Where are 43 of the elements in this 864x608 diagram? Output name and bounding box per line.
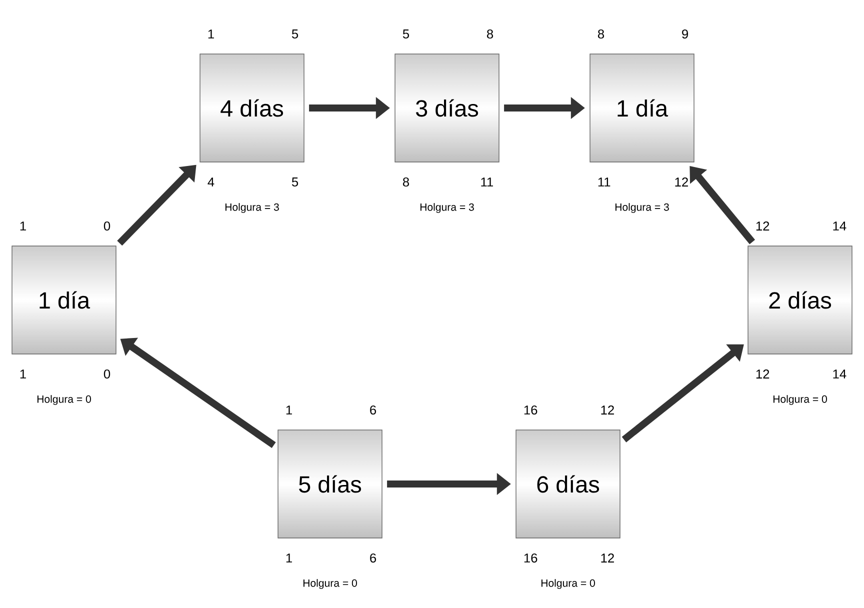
slack-label: Holgura = 3 <box>420 203 474 213</box>
time-value: 8 <box>598 29 604 39</box>
slack-label: Holgura = 3 <box>225 203 279 213</box>
slack-label: Holgura = 0 <box>303 579 357 589</box>
time-value: 5 <box>292 30 298 38</box>
activity-box: 2 días <box>748 246 852 354</box>
time-value: 5 <box>292 178 298 186</box>
time-value: 12 <box>756 370 770 378</box>
time-value: 12 <box>675 178 688 186</box>
time-value: 16 <box>524 553 538 563</box>
time-value: 12 <box>601 406 614 414</box>
time-value: 12 <box>601 554 614 562</box>
arrow <box>690 166 756 244</box>
activity-box: 1 día <box>12 246 116 354</box>
activity-box: 3 días <box>394 54 500 162</box>
slack-label: Holgura = 0 <box>541 579 595 589</box>
time-value: 4 <box>208 178 214 186</box>
activity-box: 4 días <box>200 54 304 162</box>
activity-box: 5 días <box>278 430 382 538</box>
activity-box: 1 día <box>590 54 694 162</box>
time-value: 0 <box>104 369 110 379</box>
time-value: 1 <box>286 554 292 562</box>
time-value: 14 <box>833 222 846 230</box>
slack-label: Holgura = 0 <box>773 395 827 405</box>
time-value: 9 <box>682 29 688 39</box>
time-value: 8 <box>486 29 494 39</box>
activity-box: 6 días <box>516 430 620 538</box>
time-value: 5 <box>402 30 410 38</box>
time-value: 0 <box>104 221 110 231</box>
time-value: 1 <box>20 222 26 230</box>
slack-label: Holgura = 0 <box>37 395 91 405</box>
time-value: 8 <box>402 177 409 187</box>
time-value: 1 <box>208 30 214 38</box>
time-value: 16 <box>524 405 538 415</box>
time-value: 14 <box>833 370 846 378</box>
time-value: 1 <box>286 406 292 414</box>
time-value: 1 <box>20 370 26 378</box>
time-value: 11 <box>481 178 493 186</box>
slack-label: Holgura = 3 <box>615 203 669 213</box>
time-value: 6 <box>370 405 376 415</box>
time-value: 6 <box>370 553 376 563</box>
time-value: 11 <box>598 178 610 186</box>
time-value: 12 <box>756 222 770 230</box>
